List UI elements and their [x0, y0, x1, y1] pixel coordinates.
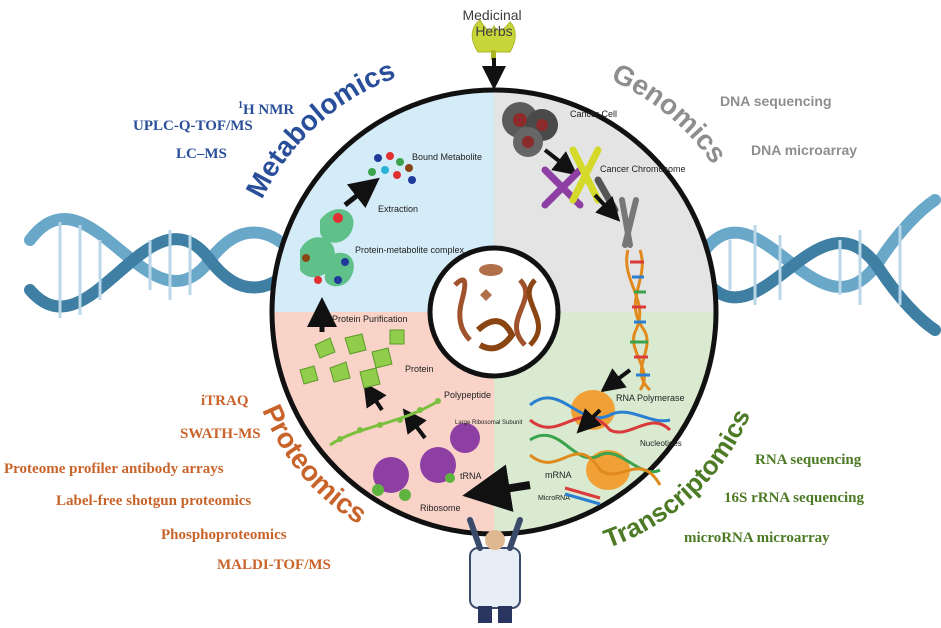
technique-maldi-tof-ms: MALDI-TOF/MS [217, 557, 331, 573]
technique-dna-sequencing: DNA sequencing [720, 93, 832, 109]
protein-fold-icon [299, 329, 405, 389]
chromosome-grey-icon [619, 197, 639, 248]
cancer-cell-label: Cancer Cell [570, 109, 617, 119]
arrow-to-second-polymerase [576, 408, 602, 434]
ribosome-label: Ribosome [420, 503, 461, 513]
ribosome-icon [372, 423, 480, 501]
cancer-chromosome-icon [541, 146, 619, 214]
mrna-label: mRNA [545, 470, 572, 480]
technique-proteome-profiler: Proteome profiler antibody arrays [4, 461, 224, 477]
dna-strand-icon [625, 249, 652, 392]
medicinal-herbs-label: Medicinal Herbs [462, 7, 525, 39]
protein-metabolite-complex-icon [300, 209, 354, 287]
protein-label: Protein [405, 364, 434, 374]
technique-swath-ms: SWATH-MS [180, 426, 261, 442]
arrow-ribosome-to-polypeptide [402, 408, 427, 440]
polypeptide-chain-icon [329, 398, 441, 447]
technique-itraq: iTRAQ [201, 393, 249, 409]
technique-phosphoproteomics: Phosphoproteomics [161, 527, 287, 543]
bound-metabolite-icon [368, 152, 416, 184]
medicinal-herbs-icon [471, 19, 516, 60]
technique-dna-microarray: DNA microarray [751, 142, 858, 158]
cancer-cell-icon [502, 102, 558, 157]
transcription-dna-icon [529, 396, 672, 486]
scientist-icon [467, 517, 523, 623]
arrow-chromosome-to-dna [593, 193, 621, 222]
technique-lc-ms: LC–MS [176, 146, 227, 162]
dna-helix-right-icon [699, 194, 941, 336]
cancer-chromosome-label: Cancer Chromosome [600, 164, 686, 174]
protein-metabolite-complex-label: Protein-metabolite complex [355, 245, 465, 255]
rna-polymerase-label: RNA Polymerase [616, 393, 685, 403]
polypeptide-label: Polypeptide [444, 390, 491, 400]
large-ribosomal-subunit-label: Large Ribosomal Subunit [455, 420, 523, 426]
extraction-label: Extraction [378, 204, 418, 214]
trna-label: tRNA [460, 471, 482, 481]
dna-helix-left-icon [24, 213, 296, 318]
arrow-cell-to-chromosome [543, 148, 578, 176]
arrow-mrna-to-ribosome [462, 464, 531, 512]
bound-metabolite-label: Bound Metabolite [412, 152, 482, 162]
nucleotides-label: Nucleotides [640, 439, 682, 448]
technique-label-free-shotgun: Label-free shotgun proteomics [56, 493, 252, 509]
microrna-strand-icon [564, 486, 601, 506]
technique-h-nmr: 1H NMR [238, 100, 295, 118]
arrow-polypeptide-to-protein [363, 382, 387, 412]
center-biomolecules [427, 245, 561, 379]
technique-microrna-microarray: microRNA microarray [684, 530, 830, 546]
arrow-dna-to-polymerase [600, 368, 632, 393]
technique-uplc-q-tof-ms: UPLC-Q-TOF/MS [133, 118, 253, 134]
arrow-complex-to-extraction [343, 177, 380, 209]
technique-rna-sequencing: RNA sequencing [755, 452, 862, 468]
protein-purification-label: Protein Purification [332, 314, 408, 324]
microrna-label: MicroRNA [538, 495, 570, 502]
technique-16s-rrna-sequencing: 16S rRNA sequencing [724, 490, 865, 506]
